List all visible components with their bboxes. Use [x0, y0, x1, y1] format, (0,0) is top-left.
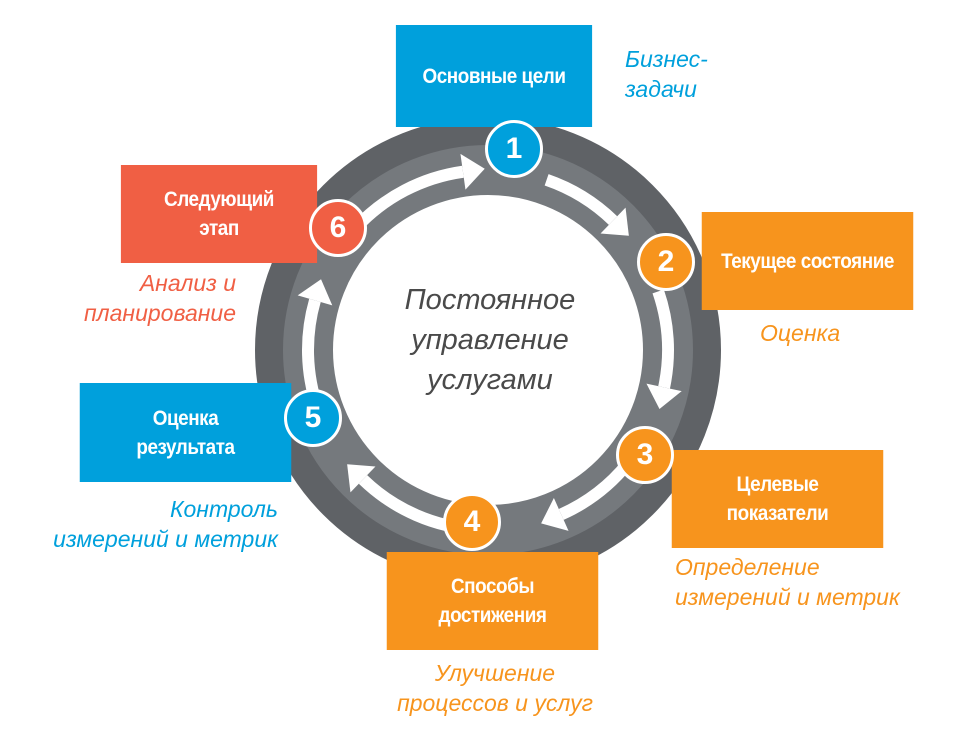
- arrowhead-icon: [646, 383, 682, 409]
- flow-arrow: [544, 174, 618, 225]
- step-2-note: Оценка: [760, 320, 841, 346]
- step-4-number: 4: [443, 493, 501, 551]
- step-6-box: Следующий этап: [120, 165, 318, 263]
- step-5-note: Контроль измерений и метрик: [53, 496, 278, 552]
- step-5-number: 5: [284, 389, 342, 447]
- step-3-note: Определение измерений и метрик: [675, 554, 900, 610]
- step-4-box: Способы достижения: [386, 552, 599, 650]
- center-title: Постоянное управление услугами: [404, 284, 576, 396]
- step-3-number: 3: [616, 426, 674, 484]
- step-6-note: Анализ и планирование: [84, 270, 236, 326]
- step-2-box: Текущее состояние: [701, 212, 914, 310]
- arrowhead-icon: [347, 464, 376, 493]
- step-4-note: Улучшение процессов и услуг: [397, 660, 593, 716]
- step-1-box: Основные цели: [395, 25, 593, 127]
- arrowhead-icon: [297, 279, 333, 306]
- step-6-number: 6: [309, 199, 367, 257]
- step-1-number: 1: [485, 120, 543, 178]
- step-3-box: Целевые показатели: [671, 450, 884, 548]
- arrowhead-icon: [600, 207, 629, 236]
- step-2-number: 2: [637, 233, 695, 291]
- step-1-note: Бизнес- задачи: [625, 46, 708, 102]
- arrowhead-icon: [460, 153, 485, 190]
- flow-arrow: [652, 289, 674, 389]
- arrowhead-icon: [541, 497, 569, 531]
- step-5-box: Оценка результата: [79, 383, 292, 482]
